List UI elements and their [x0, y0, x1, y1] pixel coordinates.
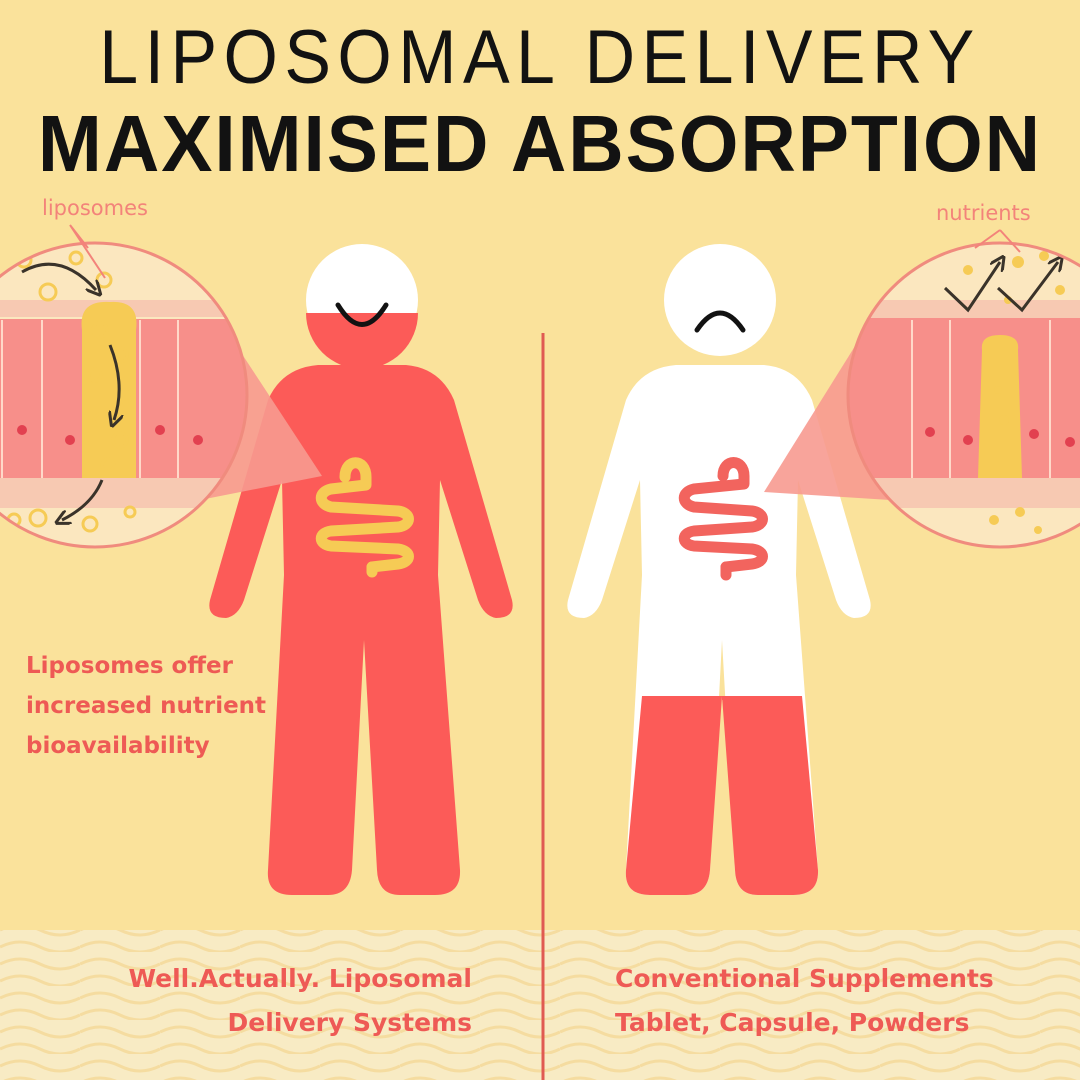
left-figure	[200, 244, 513, 895]
liposomal-footer-label: Well.Actually. Liposomal Delivery System…	[128, 957, 472, 1045]
smile-face	[335, 302, 389, 327]
right-figure	[567, 244, 890, 895]
conventional-footer-label: Conventional Supplements Tablet, Capsule…	[615, 957, 994, 1045]
page-title-line-1: LIPOSOMAL DELIVERY	[99, 15, 981, 100]
footer-line: Conventional Supplements	[615, 964, 994, 993]
page-title-line-2: MAXIMISED ABSORPTION	[37, 99, 1043, 188]
intestine-icon	[315, 457, 414, 573]
description-line: Liposomes offer	[26, 653, 233, 679]
nutrients-callout: nutrients	[936, 201, 1031, 225]
footer-line: Well.Actually. Liposomal	[128, 964, 472, 993]
description-line: bioavailability	[26, 733, 210, 759]
footer-line: Tablet, Capsule, Powders	[615, 1008, 970, 1037]
liposome-description: Liposomes offer increased nutrient bioav…	[26, 646, 306, 766]
description-line: increased nutrient	[26, 693, 267, 719]
frown-face	[694, 310, 746, 333]
right-magnifier	[848, 243, 1080, 547]
intestine-icon	[678, 457, 768, 573]
liposomes-callout: liposomes	[42, 196, 148, 220]
footer-line: Delivery Systems	[227, 1008, 472, 1037]
left-magnifier	[0, 243, 247, 547]
